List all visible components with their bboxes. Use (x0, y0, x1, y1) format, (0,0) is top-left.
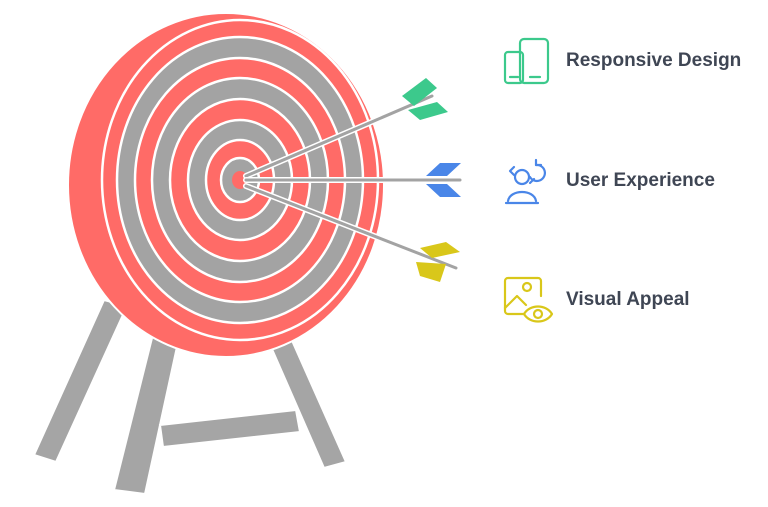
arrow-yellow (243, 183, 460, 282)
target-side-shadow (67, 12, 385, 358)
legend-label-visual-appeal: Visual Appeal (566, 289, 690, 310)
legend-item-visual-appeal: Visual Appeal (502, 274, 690, 326)
fletch-yellow-bottom (416, 262, 446, 282)
target-face (100, 18, 380, 342)
easel-stand (32, 298, 348, 496)
arrow-green (243, 78, 448, 179)
stand-leg-center (112, 328, 182, 496)
arrow-blue (243, 163, 463, 197)
image-eye-icon (503, 276, 554, 323)
legend-item-user-experience: User Experience (502, 155, 715, 207)
legend-label-responsive-design: Responsive Design (566, 50, 742, 71)
fletch-blue-top (426, 163, 461, 176)
devices-icon (503, 37, 550, 85)
legend-label-user-experience: User Experience (566, 170, 715, 191)
fletch-blue-bottom (426, 184, 461, 197)
stand-crossbar (158, 408, 302, 449)
fletch-green-top (402, 78, 437, 106)
fletch-green-bottom (408, 102, 448, 120)
legend-item-responsive-design: Responsive Design (502, 35, 741, 87)
user-experience-icon (504, 158, 546, 205)
fletch-yellow-top (420, 242, 460, 258)
stand-leg-right (266, 334, 348, 470)
stand-leg-left (32, 298, 129, 464)
